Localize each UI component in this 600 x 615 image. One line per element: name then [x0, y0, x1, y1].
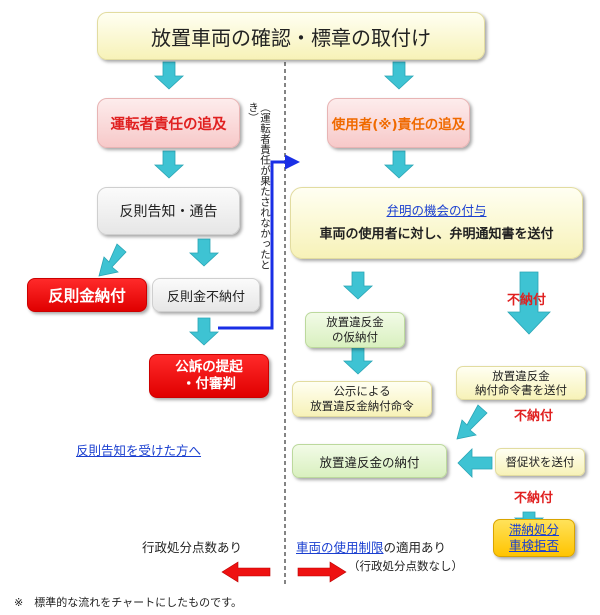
- unpaid-label-1: 不納付: [507, 293, 547, 308]
- driver-pursuit-box: 運転者責任の追及: [97, 98, 240, 148]
- connector-user-pursuit: [218, 154, 300, 330]
- points-text: 行政処分点数あり: [142, 540, 243, 555]
- payment-box: 放置違反金の納付: [292, 444, 447, 478]
- public-notice-box: 公示による 放置違反金納付命令: [292, 381, 432, 417]
- arrow-diag-order: [456, 404, 488, 440]
- inspection-refusal-link[interactable]: 車検拒否: [508, 538, 559, 553]
- arrow-down-big: [507, 271, 551, 335]
- title-text: 放置車両の確認・標章の取付け: [151, 25, 431, 50]
- arrow-down-6: [188, 317, 220, 346]
- arrow-diag-paid: [98, 243, 127, 277]
- arrow-down-5: [188, 238, 220, 267]
- footnote: ※ 標準的な流れをチャートにしたものです。: [14, 596, 243, 609]
- user-pursuit-box: 使用者(※)責任の追及: [327, 98, 470, 148]
- explanation-box: 弁明の機会の付与 車両の使用者に対し、弁明通知書を送付: [290, 187, 583, 259]
- arrow-left-payment: [457, 448, 493, 478]
- arrow-down-4: [383, 150, 415, 179]
- paid-box: 反則金納付: [27, 278, 147, 312]
- explanation-link[interactable]: 弁明の機会の付与: [386, 203, 487, 218]
- notice-box: 反則告知・通告: [97, 187, 240, 235]
- arrow-down-2: [383, 61, 415, 90]
- explanation-body: 車両の使用者に対し、弁明通知書を送付: [319, 227, 554, 242]
- unpaid-label-2: 不納付: [514, 409, 554, 424]
- arrow-down-3: [153, 150, 185, 179]
- reminder-box: 督促状を送付: [495, 448, 585, 476]
- red-arrow-right: [297, 561, 347, 583]
- unpaid-box: 反則金不納付: [152, 278, 260, 312]
- prosecution-box: 公訴の提起 ・付審判: [149, 354, 269, 398]
- restriction-text: 車両の使用制限の適用あり: [296, 540, 447, 555]
- arrow-down-7: [342, 271, 374, 300]
- notice-recipients-link[interactable]: 反則告知を受けた方へ: [76, 443, 202, 458]
- vertical-note: （運転者責任が果たされなかったとき）: [247, 102, 271, 270]
- no-points-text: （行政処分点数なし）: [348, 559, 463, 573]
- arrears-link[interactable]: 滞納処分: [508, 522, 559, 537]
- unpaid-label-3: 不納付: [514, 491, 554, 506]
- provisional-payment-box: 放置違反金 の仮納付: [305, 312, 405, 348]
- red-arrow-left: [221, 561, 271, 583]
- restriction-link[interactable]: 車両の使用制限: [296, 540, 384, 555]
- title-box: 放置車両の確認・標章の取付け: [97, 12, 485, 60]
- arrow-down-1: [153, 61, 185, 90]
- arrears-box: 滞納処分 車検拒否: [493, 519, 575, 557]
- arrow-down-8: [342, 346, 374, 375]
- payment-order-box: 放置違反金 納付命令書を送付: [456, 366, 586, 400]
